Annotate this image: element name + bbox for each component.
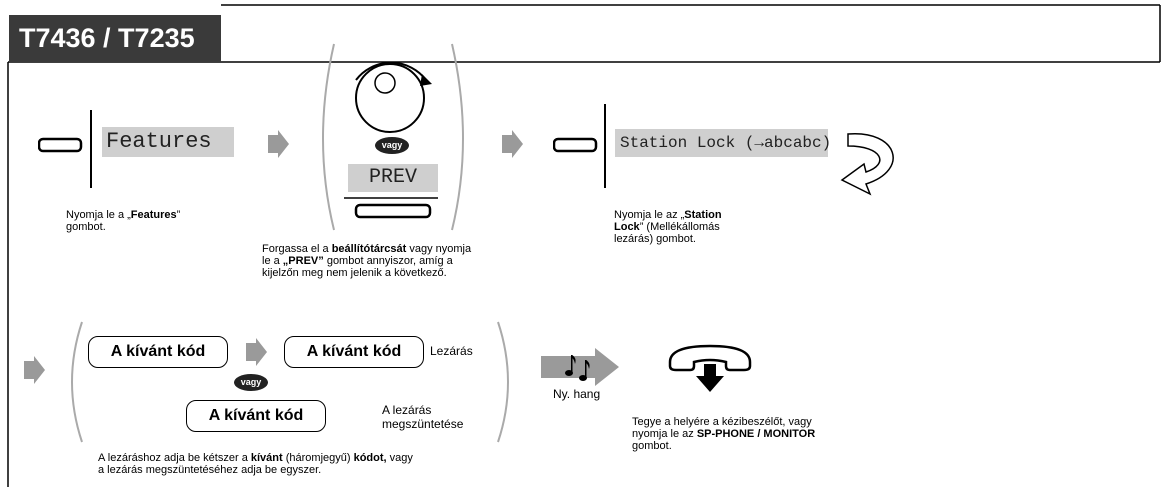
step2-caption-line2: le a „PREV” gombot annyiszor, amíg a [262, 255, 453, 267]
code-entry-box: A kívánt kód [284, 336, 424, 368]
lock-label: Lezárás [430, 344, 473, 358]
station-lock-display: Station Lock (→abcabc) [615, 129, 831, 157]
tone-arrow-icon [541, 348, 619, 386]
code-entry-box: A kívánt kód [186, 400, 326, 432]
soft-key-icon [553, 104, 606, 188]
page-title: T7436 / T7235 [19, 23, 195, 53]
features-display: Features [102, 127, 234, 157]
unlock-label: A lezárás megszüntetése [382, 403, 464, 431]
step1-caption-line2: gombot. [66, 221, 106, 233]
step2-caption: Forgassa el a beállítótárcsát vagy nyomj… [262, 243, 472, 255]
step3-caption: Nyomja le az „Station [614, 209, 722, 221]
step2-caption-line3: kijelzőn meg nem jelenik a következő. [262, 267, 447, 279]
or-badge: vagy [234, 374, 268, 391]
step3-caption-line3: lezárás) gombot. [614, 233, 696, 245]
handset-on-hook-icon [668, 344, 752, 392]
step3-caption-line2: Lock” (Mellékállomás [614, 221, 720, 233]
step6-caption-line2: nyomja le az SP-PHONE / MONITOR [632, 428, 816, 440]
step1-caption: Nyomja le a „Features” [66, 209, 181, 221]
next-step-arrow-icon [24, 356, 45, 384]
soft-key-icon [38, 110, 92, 188]
step6-caption-line3: gombot. [632, 440, 672, 452]
next-step-arrow-icon [246, 338, 267, 366]
step4-caption: A lezáráshoz adja be kétszer a kívánt (h… [98, 452, 413, 464]
jog-dial-group [322, 43, 464, 231]
step6-caption: Tegye a helyére a kézibeszélőt, vagy [632, 416, 812, 428]
code-options-bracket [71, 321, 509, 443]
curved-arrow-icon [840, 133, 894, 196]
next-step-arrow-icon [502, 130, 523, 158]
tone-label: Ny. hang [553, 387, 601, 401]
or-badge: vagy [375, 137, 409, 154]
prev-display: PREV [348, 164, 438, 192]
header-tab: T7436 / T7235 [9, 15, 221, 62]
next-step-arrow-icon [268, 130, 289, 158]
step4-caption-line2: a lezárás megszüntetéséhez adja be egysz… [98, 464, 322, 476]
code-entry-box: A kívánt kód [88, 336, 228, 368]
